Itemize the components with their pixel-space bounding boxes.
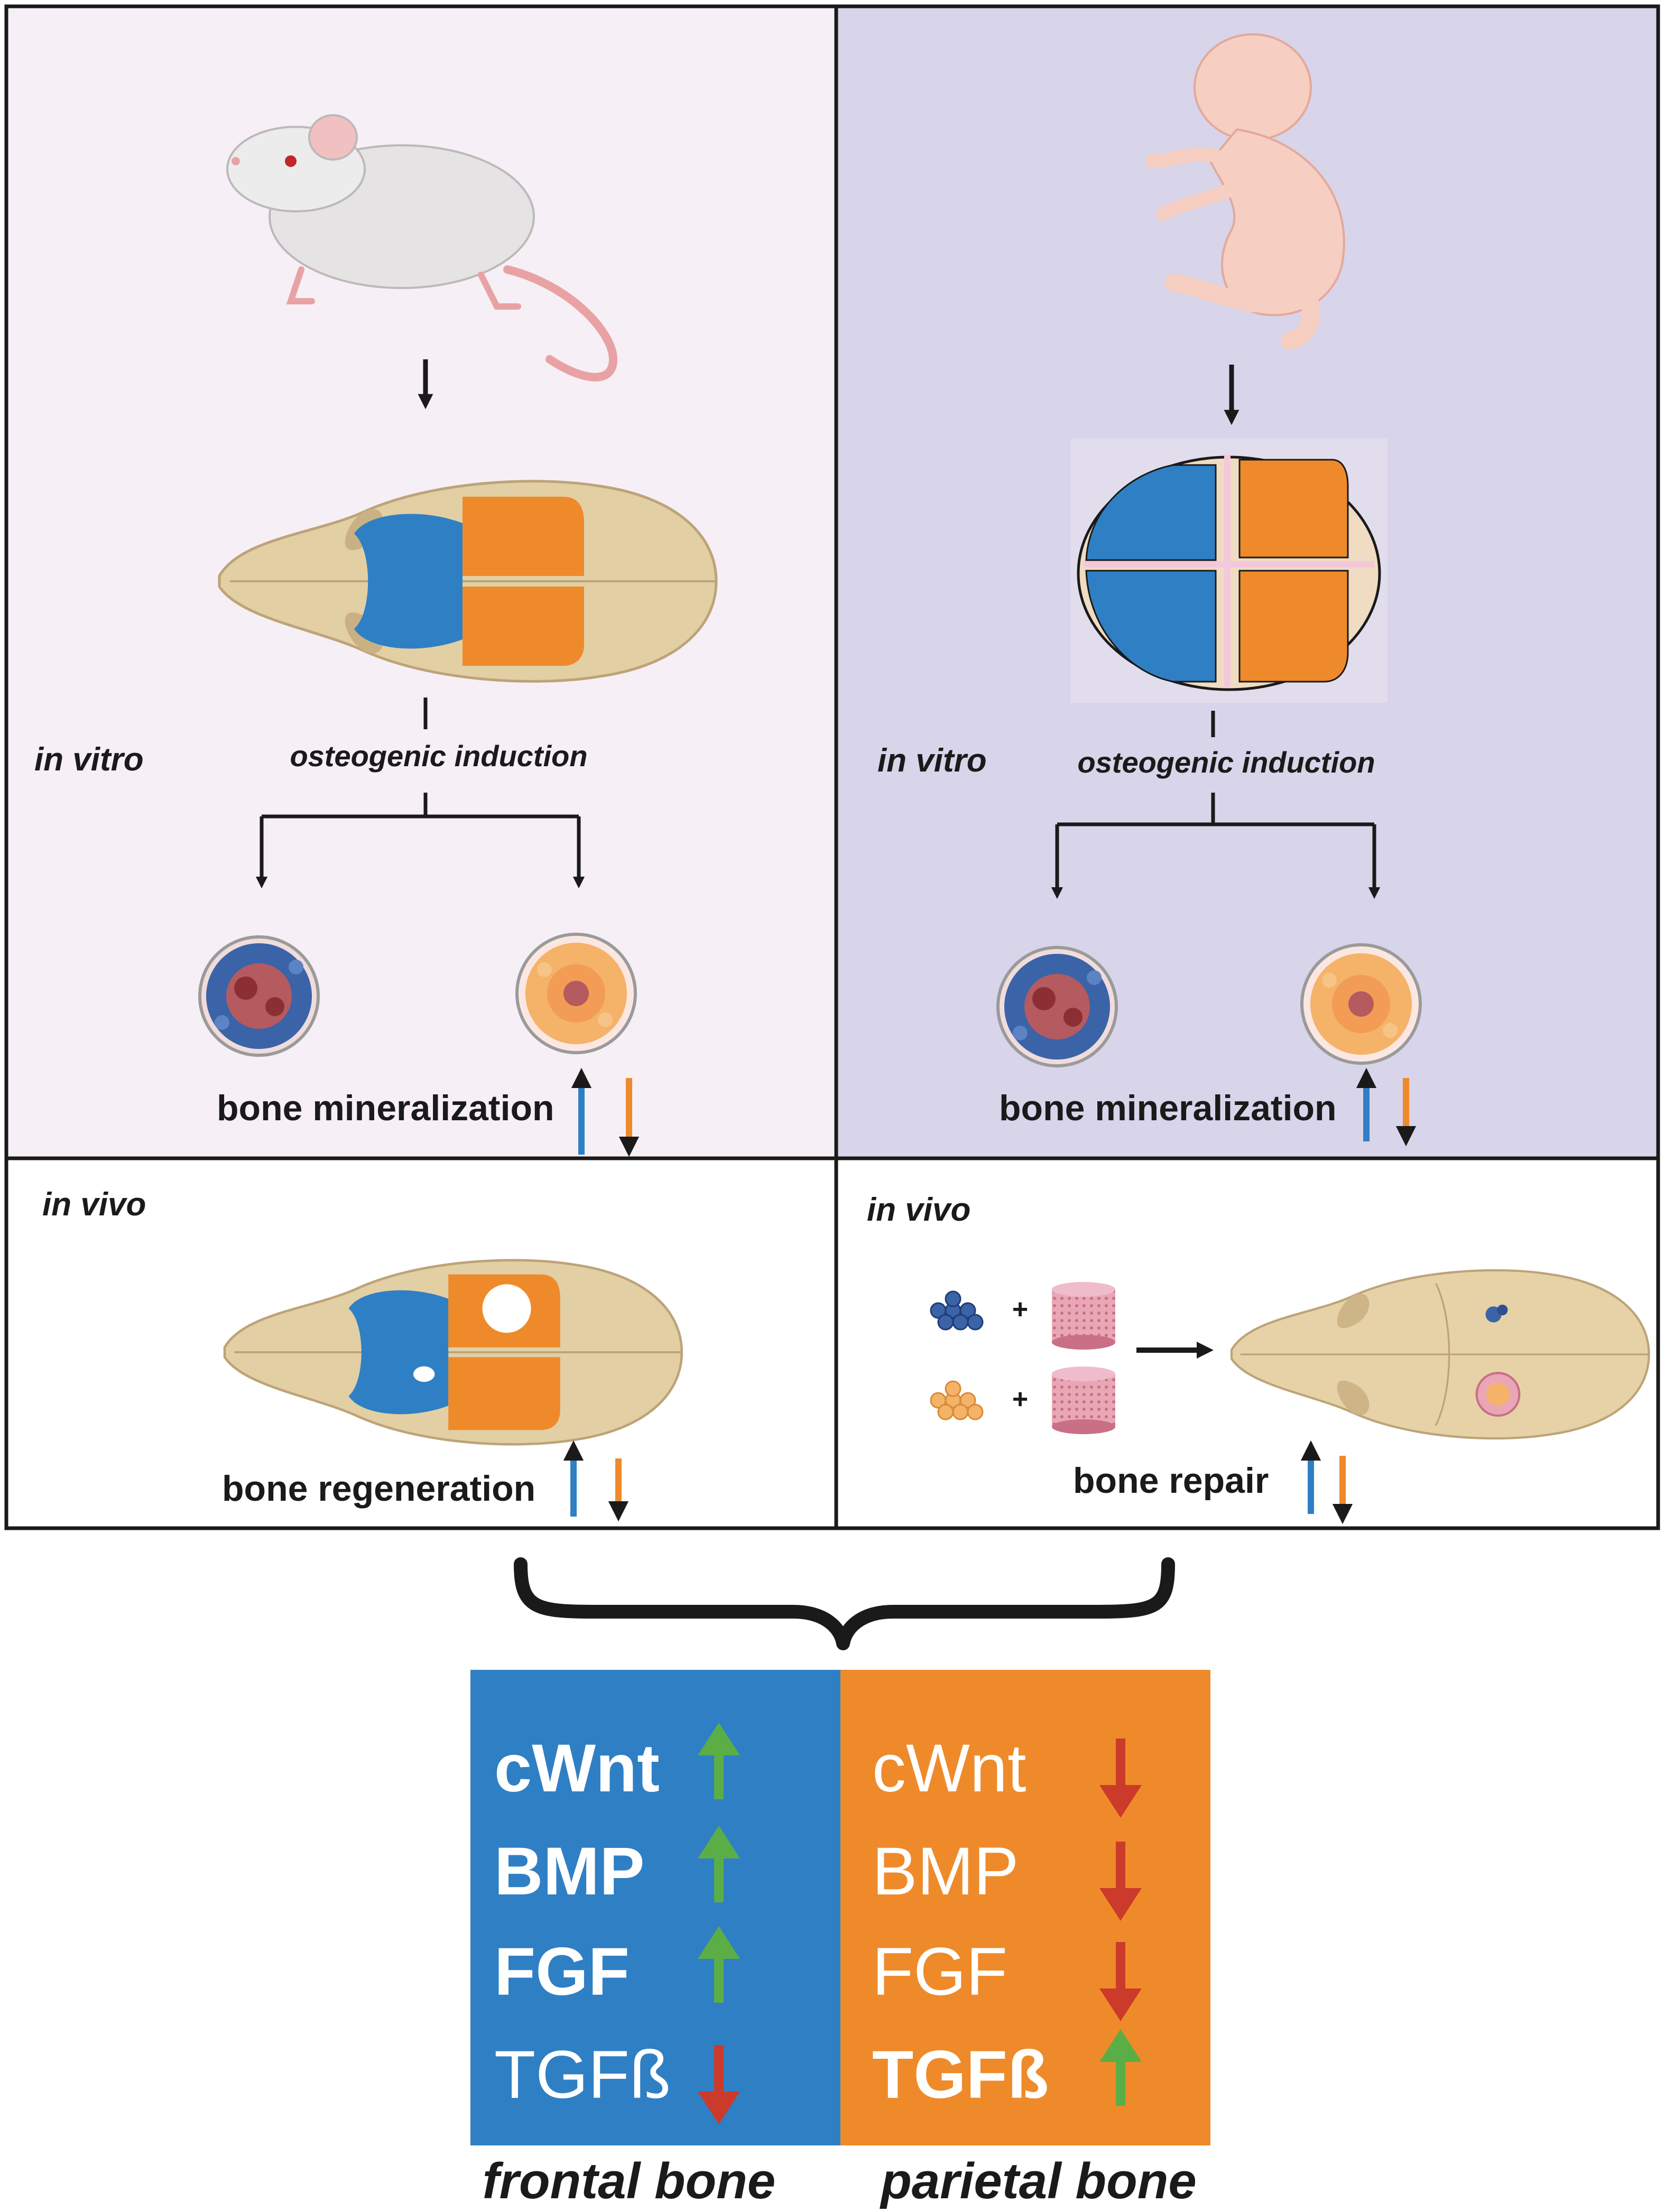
parietal-summary-box: [840, 1670, 1210, 2145]
parietal-pathway-1-label: BMP: [872, 1834, 1019, 1909]
human-parietal-culture-dish-icon: [1300, 943, 1422, 1065]
parietal-pathway-2-label: FGF: [872, 1934, 1007, 2010]
parietal-pathway-2-down-arrow: [1099, 1942, 1142, 2021]
frontal-pathway-3-label: TGFß: [494, 2037, 671, 2113]
frontal-pathway-0-label: cWnt: [494, 1731, 660, 1806]
mouse-invitro-label: in vitro: [34, 741, 144, 778]
frontal-pathway-0-up-arrow: [698, 1723, 740, 1799]
human-repair-label: bone repair: [1073, 1461, 1269, 1501]
frontal-pathway-1-label: BMP: [494, 1834, 644, 1909]
mouse-mineralization-label: bone mineralization: [217, 1088, 554, 1128]
human-process-label: osteogenic induction: [1077, 746, 1375, 779]
human-implant-skull-icon: [1230, 1269, 1650, 1440]
human-frontal-culture-dish-icon: [996, 946, 1118, 1067]
parietal-pathway-0-label: cWnt: [872, 1731, 1026, 1806]
mouse-regeneration-label: bone regeneration: [222, 1469, 535, 1509]
parietal-pathway-0-down-arrow: [1099, 1739, 1142, 1818]
parietal-bone-title: parietal bone: [879, 2153, 1196, 2209]
plus-sign-1: +: [1012, 1294, 1028, 1325]
fetal-parietal-bone: [1238, 459, 1349, 559]
parietal-defect: [482, 1284, 531, 1333]
mouse-process-label: osteogenic induction: [290, 739, 587, 773]
parietal-pathway-3-up-arrow: [1099, 2029, 1142, 2106]
human-invivo-label: in vivo: [867, 1192, 970, 1228]
parietal-pathway-3-label: TGFß: [872, 2037, 1049, 2113]
mouse-calvarial-defect-skull-icon: [223, 1259, 683, 1446]
frontal-culture-dish-icon: [198, 935, 320, 1057]
mouse-icon: [226, 114, 618, 382]
mouse-branch-arrows: [262, 793, 579, 819]
frontal-defect: [413, 1366, 435, 1382]
frontal-summary-box: [470, 1670, 840, 2145]
scaffold-icon-2: [1052, 1367, 1115, 1434]
parietal-culture-dish-icon: [515, 933, 637, 1054]
scaffold-icon-1: [1052, 1282, 1115, 1350]
frontal-bone-title: frontal bone: [483, 2153, 776, 2209]
summary-brace: [514, 1557, 1175, 1650]
human-invitro-label: in vitro: [877, 742, 987, 779]
frontal-pathway-3-down-arrow: [698, 2045, 740, 2124]
mouse-parietal-bone: [462, 497, 584, 576]
parietal-pathway-1-down-arrow: [1099, 1842, 1142, 1921]
fetus-icon: [1145, 33, 1345, 350]
plus-sign-2: +: [1012, 1384, 1028, 1415]
frontal-pathway-2-up-arrow: [698, 1926, 740, 2003]
frontal-pathway-1-up-arrow: [698, 1826, 740, 1902]
mouse-frontal-bone: [354, 514, 462, 649]
fetal-frontal-bone: [1085, 464, 1217, 561]
mouse-skull-icon: [218, 480, 718, 683]
frontal-pathway-2-label: FGF: [494, 1934, 630, 2010]
human-mineralization-label: bone mineralization: [999, 1088, 1337, 1128]
fetal-skull-icon: [1070, 439, 1388, 703]
mouse-invivo-label: in vivo: [42, 1186, 146, 1223]
human-branch-arrows: [1057, 793, 1374, 826]
